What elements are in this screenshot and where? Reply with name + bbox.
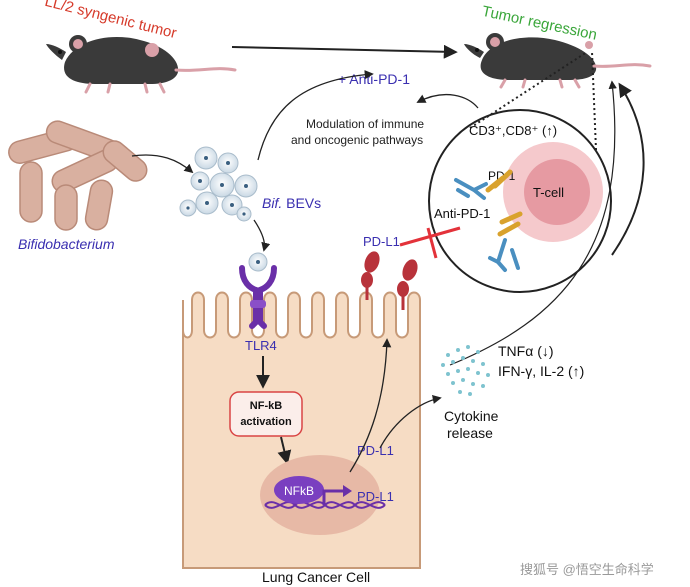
promoter-arrow bbox=[322, 489, 345, 505]
modulation-line1: Modulation of immune bbox=[306, 117, 424, 131]
syngenic-tumor-label: LL/2 syngenic tumor bbox=[43, 0, 178, 42]
arrow-treatment bbox=[231, 44, 458, 59]
dotted-link-right bbox=[591, 51, 597, 151]
antibody-icon bbox=[454, 178, 520, 272]
bacteria-icon bbox=[8, 120, 148, 231]
nfkb-protein bbox=[274, 476, 324, 504]
pdl1-mid-label: PD-L1 bbox=[357, 443, 394, 458]
lung-cancer-cell-label: Lung Cancer Cell bbox=[262, 569, 370, 585]
cytokine-dots-icon bbox=[441, 345, 490, 396]
dotted-link-left bbox=[469, 51, 588, 129]
ifn-label: IFN-γ, IL-2 (↑) bbox=[498, 363, 584, 379]
arrow-nfkb-nucleus bbox=[277, 436, 292, 465]
watermark: 搜狐号 @悟空生命科学 bbox=[520, 562, 654, 577]
nfkb-gene-label: NFkB bbox=[284, 484, 314, 498]
nfkb-activation-box bbox=[229, 391, 303, 437]
arrow-cytokine-regression bbox=[449, 80, 617, 366]
pdl1-gene-label: PD-L1 bbox=[357, 489, 394, 504]
tnf-label: TNFα (↓) bbox=[498, 343, 554, 359]
arrow-bacteria-vesicles bbox=[131, 154, 194, 174]
cytokine-line1: Cytokine bbox=[444, 408, 499, 424]
arrow-pdl1-membrane bbox=[349, 338, 392, 473]
promoter-arrow-head bbox=[343, 485, 352, 497]
bifidobacterium-label: Bifidobacterium bbox=[18, 236, 115, 252]
bif-bevs-italic: Bif. bbox=[262, 195, 282, 211]
bif-bevs-label: Bif. BEVs bbox=[262, 195, 321, 211]
nfkb-activation-line2: activation bbox=[240, 416, 292, 428]
inhibition-icon bbox=[399, 226, 461, 259]
modulation-line2: and oncogenic pathways bbox=[291, 133, 423, 147]
arrow-vesicles-tlr4 bbox=[253, 219, 271, 252]
arrow-tcell-regression bbox=[611, 82, 645, 256]
arrow-cytokine-release bbox=[379, 394, 442, 449]
arrow-modulation bbox=[416, 94, 479, 109]
anti-pd1-inner-label: Anti-PD-1 bbox=[434, 206, 490, 221]
pdl1-top-label: PD-L1 bbox=[363, 234, 400, 249]
arrow-anti-pd1 bbox=[257, 70, 374, 161]
tcell-icon bbox=[503, 142, 603, 242]
cytokine-line2: release bbox=[447, 425, 493, 441]
mouse-icon bbox=[46, 35, 237, 94]
cd3-cd8-label: CD3⁺,CD8⁺ (↑) bbox=[469, 123, 557, 138]
tlr4-receptor-icon bbox=[239, 252, 277, 329]
nfkb-activation-line1: NF-kB bbox=[250, 400, 282, 412]
pdl1-protein-icon bbox=[361, 251, 380, 300]
anti-pd1-top-label: + Anti-PD-1 bbox=[338, 71, 410, 87]
bif-bevs-rest: BEVs bbox=[282, 195, 321, 211]
mouse-icon bbox=[464, 33, 652, 89]
pd1-receptor-icon bbox=[485, 169, 523, 237]
tlr4-label: TLR4 bbox=[245, 338, 277, 353]
vesicle-icon bbox=[179, 146, 258, 222]
pdl1-protein-icon bbox=[397, 259, 418, 310]
tcell-label: T-cell bbox=[533, 185, 564, 200]
